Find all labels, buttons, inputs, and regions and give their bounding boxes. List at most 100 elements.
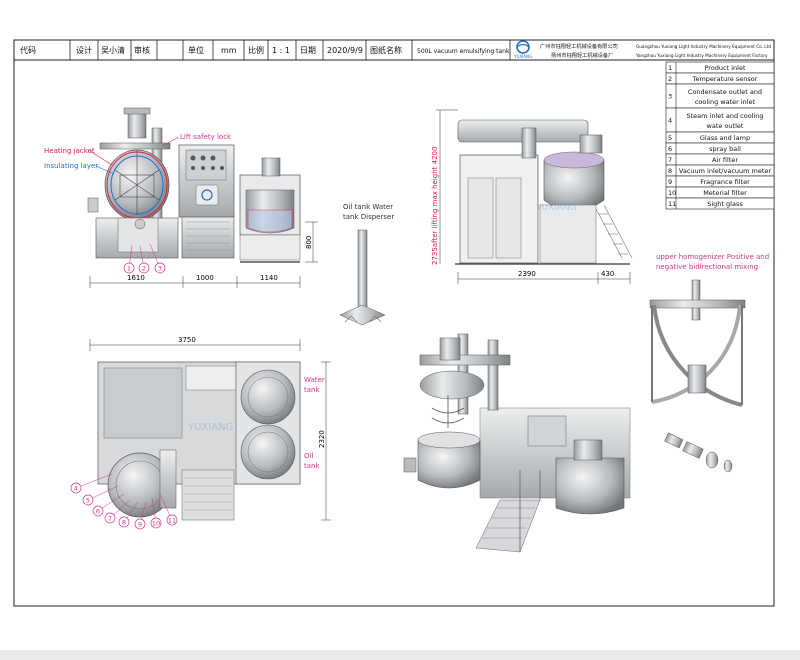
front-dim-1: 1610 (127, 274, 145, 282)
parts-no: 5 (668, 134, 672, 142)
parts-name: Glass and lamp (700, 134, 750, 142)
front-dim-height: 800 (305, 236, 313, 249)
side-watermark: YUXIANG (535, 203, 577, 213)
callout-9: 9 (134, 501, 147, 530)
agitator-detail: upper homogenizer Positive and negative … (649, 253, 771, 473)
plan-watermark: YUXIANG (187, 422, 233, 433)
parts-row-9: 9 Fragrance filter (665, 175, 775, 188)
parts-no: 3 (668, 93, 672, 101)
disperser-view: Oil tank Water tank Disperser (339, 203, 395, 326)
scale-label: 比例 (248, 45, 264, 55)
parts-table: 1 Product inlet 2 Temperature sensor 3 Conden… (665, 61, 775, 210)
callout-6: 6 (92, 493, 125, 517)
company-en-2: Yangzhou Yuxiang Light Industry Machiner… (635, 53, 768, 58)
parts-name: Product inlet (704, 64, 745, 72)
review-label: 审核 (134, 45, 150, 55)
side-dim-2: 430 (601, 270, 614, 278)
svg-text:7: 7 (108, 515, 112, 523)
svg-text:9: 9 (138, 521, 142, 529)
svg-text:5: 5 (86, 497, 90, 505)
company-cn-1: 广州市钰翔轻工机械设备有限公司 (540, 42, 618, 50)
unit-value: mm (221, 46, 237, 55)
callout-5: 5 (82, 485, 119, 506)
drawing-name: 500L vacuum emulsifying tank (417, 48, 510, 55)
logo-text: YUXIANG (513, 54, 532, 59)
parts-no: 9 (668, 178, 672, 186)
upper-homogenizer-label: upper homogenizer Positive and negative … (656, 253, 771, 271)
parts-name: Meterial filter (703, 189, 747, 197)
parts-row-10: 10 Meterial filter (665, 186, 775, 199)
callout-3: 3 (149, 243, 166, 274)
oil-water-tank-label: Oil tank Water tank Disperser (343, 203, 395, 221)
svg-text:1: 1 (127, 265, 131, 273)
bottom-scroll-strip (0, 650, 800, 660)
parts-row-8: 8 Vacuum inlet/vacuum meter (665, 164, 775, 177)
side-view: YUXIANG 2735after lifting max height 420… (431, 109, 633, 284)
parts-no: 4 (668, 117, 672, 125)
code-label: 代码 (20, 45, 36, 55)
callout-10: 10 (150, 497, 162, 529)
designer-name: 吴小清 (101, 45, 125, 55)
parts-name: spray ball (709, 145, 741, 153)
insulating-layer-label: Insulating layer (44, 162, 98, 170)
parts-no: 8 (668, 167, 672, 175)
parts-row-7: 7 Air filter (665, 153, 775, 166)
front-view: 1 2 3 Heating jacket Insulating layer Lift… (44, 107, 318, 288)
parts-no: 6 (668, 145, 672, 153)
svg-text:8: 8 (122, 519, 126, 527)
parts-no: 2 (668, 75, 672, 83)
date-value: 2020/9/9 (327, 46, 363, 55)
parts-no: 10 (668, 189, 676, 197)
callout-7: 7 (104, 499, 131, 524)
callout-4: 4 (70, 473, 113, 494)
heating-jacket-label: Heating jacket (44, 147, 95, 155)
svg-text:11: 11 (168, 517, 176, 525)
svg-text:2: 2 (142, 265, 146, 273)
parts-no: 1 (668, 64, 672, 72)
parts-name: Air filter (712, 156, 738, 164)
parts-name: Fragrance filter (700, 178, 750, 186)
unit-label: 单位 (188, 45, 204, 55)
parts-name: Sight glass (707, 200, 743, 208)
parts-row-1: 1 Product inlet (665, 61, 775, 74)
yuxiang-logo-icon: YUXIANG (513, 40, 532, 59)
callout-8: 8 (118, 501, 139, 528)
isometric-render (403, 333, 631, 553)
svg-text:10: 10 (152, 520, 160, 528)
parts-no: 7 (668, 156, 672, 164)
design-label: 设计 (76, 45, 92, 55)
svg-text:3: 3 (158, 265, 162, 273)
company-cn-2: 扬州市钰翔轻工机械设备厂 (551, 51, 613, 59)
callout-1: 1 (123, 244, 135, 274)
plan-dim-depth: 2320 (318, 430, 326, 448)
parts-row-6: 6 spray ball (665, 142, 775, 155)
company-en-1: Guangzhou Yuxiang Light Industry Machine… (636, 44, 771, 49)
height-label: 2735after lifting max height 4200 (431, 147, 439, 265)
parts-row-11: 11 Sight glass (665, 197, 775, 210)
date-label: 日期 (300, 46, 316, 55)
callout-11: 11 (159, 493, 178, 526)
parts-row-5: 5 Glass and lamp (665, 131, 775, 144)
parts-no: 11 (668, 200, 676, 208)
drawing-name-label: 图纸名称 (370, 45, 402, 55)
front-callouts: 1 2 3 (123, 243, 166, 274)
svg-text:6: 6 (96, 508, 100, 516)
parts-row-2: 2 Temperature sensor (665, 72, 775, 85)
lift-safety-lock-label: Lift safety lock (180, 133, 232, 141)
front-dim-2: 1000 (196, 274, 214, 282)
parts-name: Temperature sensor (692, 75, 758, 83)
title-block: 代码 设计 吴小清 审核 单位 mm 比例 1 : 1 日期 2020/9/9 … (13, 39, 775, 61)
plan-dim-width: 3750 (178, 336, 196, 344)
front-dim-3: 1140 (260, 274, 278, 282)
parts-name: Vacuum inlet/vacuum meter (679, 167, 772, 175)
svg-text:4: 4 (74, 485, 78, 493)
